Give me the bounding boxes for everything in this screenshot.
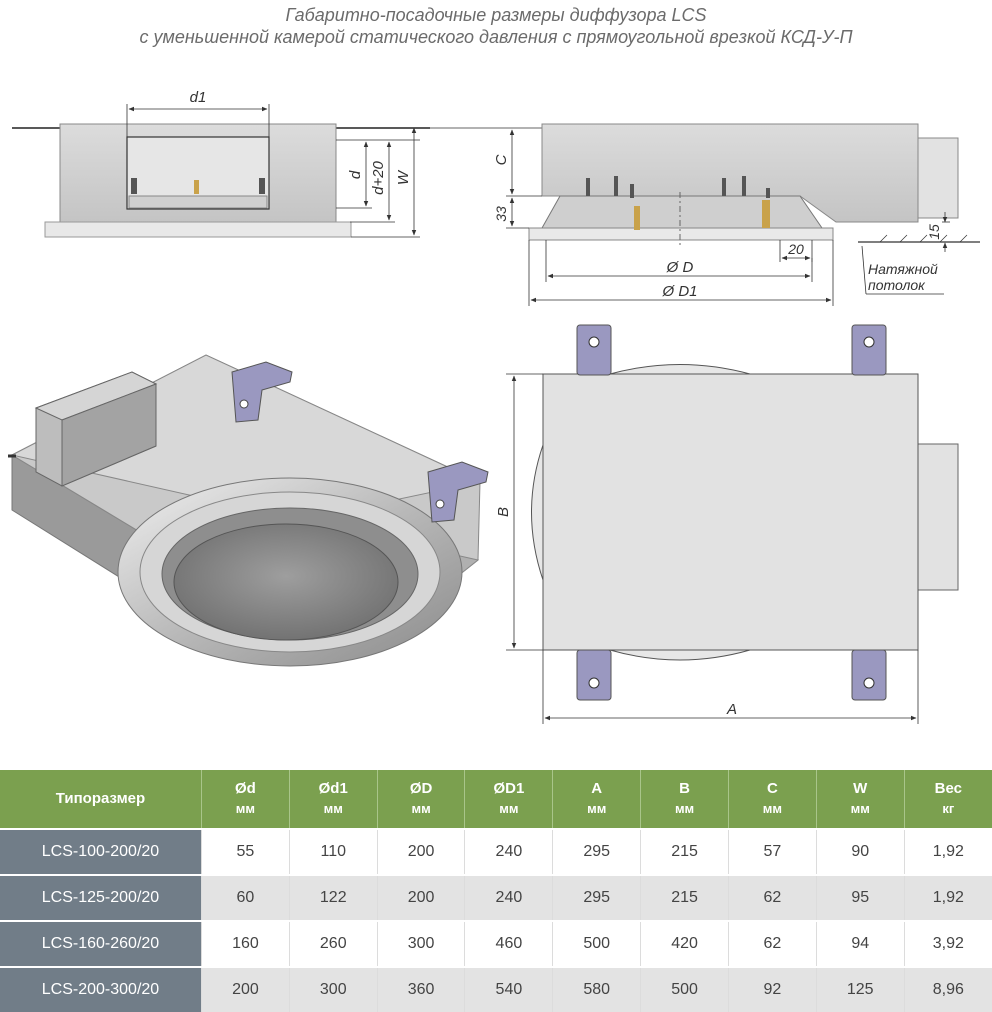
table-cell: 57 xyxy=(727,828,817,875)
technical-drawing: d1 d d+20 W xyxy=(8,89,980,724)
table-cell: 94 xyxy=(815,920,905,967)
drawing-title: Габаритно-посадочные размеры диффузора L… xyxy=(0,4,992,48)
title-line-1: Габаритно-посадочные размеры диффузора L… xyxy=(285,5,707,25)
table-row: LCS-125-200/20 60 122 200 240 295 215 62… xyxy=(0,874,992,921)
table-cell: 62 xyxy=(727,874,817,921)
row-type: LCS-125-200/20 xyxy=(0,874,202,921)
isometric-view xyxy=(8,354,489,667)
table-cell: 240 xyxy=(464,828,553,875)
table-cell: 240 xyxy=(464,874,553,921)
side-view: C 33 15 20 Ø D Ø D1 Натяжной потолок xyxy=(430,123,980,306)
table-cell: 110 xyxy=(288,828,378,875)
label-20: 20 xyxy=(787,241,804,257)
ceiling-note-line-2: потолок xyxy=(868,277,926,293)
table-row: LCS-100-200/20 55 110 200 240 295 215 57… xyxy=(0,828,992,875)
table-cell: 300 xyxy=(288,966,378,1012)
table-cell: 125 xyxy=(815,966,905,1012)
table-cell: 160 xyxy=(201,920,290,967)
table-row: LCS-160-260/20 160 260 300 460 500 420 6… xyxy=(0,920,992,967)
table-cell: 500 xyxy=(552,920,641,967)
table-cell: 460 xyxy=(464,920,553,967)
table-row: LCS-200-300/20 200 300 360 540 580 500 9… xyxy=(0,966,992,1012)
label-c: C xyxy=(493,154,510,165)
label-diameter-d1: Ø D1 xyxy=(661,283,697,300)
label-33: 33 xyxy=(493,206,509,222)
table-cell: 1,92 xyxy=(903,828,992,875)
label-15: 15 xyxy=(926,224,942,240)
table-cell: 215 xyxy=(640,828,729,875)
label-w: W xyxy=(395,169,412,185)
label-b: B xyxy=(495,507,512,517)
table-cell: 295 xyxy=(552,828,641,875)
label-diameter-d: Ø D xyxy=(666,259,694,276)
table-cell: 8,96 xyxy=(903,966,992,1012)
label-a: A xyxy=(726,701,737,718)
row-type: LCS-200-300/20 xyxy=(0,966,202,1012)
table-cell: 215 xyxy=(640,874,729,921)
table-cell: 60 xyxy=(201,874,290,921)
table-cell: 90 xyxy=(815,828,905,875)
table-cell: 580 xyxy=(552,966,641,1012)
table-cell: 360 xyxy=(376,966,465,1012)
top-view: A B xyxy=(495,324,959,724)
table-cell: 62 xyxy=(727,920,817,967)
table-cell: 122 xyxy=(288,874,378,921)
table-cell: 295 xyxy=(552,874,641,921)
table-cell: 200 xyxy=(376,874,465,921)
table-cell: 95 xyxy=(815,874,905,921)
header-type: Типоразмер xyxy=(0,770,202,829)
table-cell: 260 xyxy=(288,920,378,967)
label-d-plus-20: d+20 xyxy=(370,160,387,194)
table-cell: 55 xyxy=(201,828,290,875)
title-line-2: с уменьшенной камерой статического давле… xyxy=(139,27,853,47)
table-cell: 420 xyxy=(640,920,729,967)
table-cell: 300 xyxy=(376,920,465,967)
ceiling-note-line-1: Натяжной xyxy=(868,261,938,277)
table-cell: 200 xyxy=(376,828,465,875)
table-cell: 1,92 xyxy=(903,874,992,921)
table-cell: 500 xyxy=(640,966,729,1012)
label-d: d xyxy=(347,170,364,179)
table-cell: 3,92 xyxy=(903,920,992,967)
front-view: d1 d d+20 W xyxy=(12,89,430,238)
table-cell: 200 xyxy=(201,966,290,1012)
table-cell: 92 xyxy=(727,966,817,1012)
label-d1: d1 xyxy=(190,89,207,106)
row-type: LCS-100-200/20 xyxy=(0,828,202,875)
table-cell: 540 xyxy=(464,966,553,1012)
row-type: LCS-160-260/20 xyxy=(0,920,202,967)
